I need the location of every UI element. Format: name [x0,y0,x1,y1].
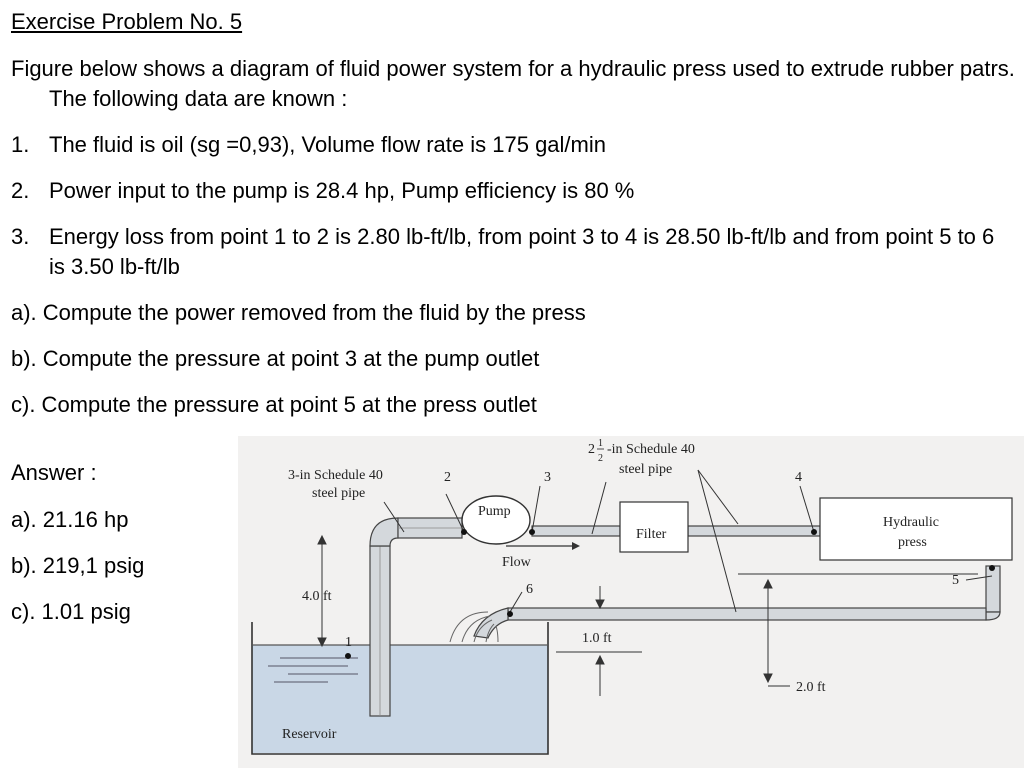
hydraulic-press-box [819,497,1013,561]
answer-b: b). 219,1 psig [11,553,145,578]
point-1-dot [345,653,351,659]
point-5-label: 5 [952,573,959,588]
dimension-2ft: 2.0 ft [796,680,826,695]
filter-box [619,501,689,553]
dimension-4ft: 4.0 ft [302,589,332,604]
question-b: b). Compute the pressure at point 3 at t… [11,346,540,371]
item-number: 3. [11,224,30,249]
pipe-25-label-line2: steel pipe [619,462,672,477]
question-c: c). Compute the pressure at point 5 at t… [11,392,537,417]
pipe-25-whole: 2 [588,442,595,457]
pipe-25-label-line1: -in Schedule 40 [607,442,695,457]
pipe-25-denominator: 2 [598,453,603,464]
return-pipe [473,565,1001,639]
answer-heading: Answer : [11,460,97,485]
point-2-dot [461,529,467,535]
pump-symbol [461,495,531,545]
point-2-label: 2 [444,470,451,485]
pump-label: Pump [478,504,511,519]
page-title: Exercise Problem No. 5 [11,9,243,34]
hydraulic-system-diagram: 3-in Schedule 40 steel pipe 2 1 2 -in Sc… [238,436,1024,768]
pipe-25-numerator: 1 [598,438,603,449]
item-number: 1. [11,132,30,157]
suction-pipe [369,517,399,717]
pressure-line-pipe [397,517,821,539]
point-6-label: 6 [526,582,533,597]
point-4-label: 4 [795,470,802,485]
intro-paragraph: Figure below shows a diagram of fluid po… [11,56,1015,111]
press-label-line1: Hydraulic [883,515,939,530]
point-4-dot [811,529,817,535]
discharge-splash [449,611,499,643]
flow-label: Flow [502,555,532,570]
dimension-1ft: 1.0 ft [582,631,612,646]
dimension-lines [317,534,978,696]
point-1-label: 1 [345,635,352,650]
item-text: The fluid is oil (sg =0,93), Volume flow… [49,132,606,157]
press-label-line2: press [898,535,927,550]
answer-a: a). 21.16 hp [11,507,129,532]
reservoir-label: Reservoir [282,727,337,742]
pipe-3in-label-line1: 3-in Schedule 40 [288,468,383,483]
reservoir-tank [251,622,549,755]
pipe-3in-label-line2: steel pipe [312,486,365,501]
flow-arrow [506,542,580,550]
point-5-dot [989,565,995,571]
item-number: 2. [11,178,30,203]
item-text: Power input to the pump is 28.4 hp, Pump… [49,178,635,203]
item-text: Energy loss from point 1 to 2 is 2.80 lb… [49,224,995,279]
point-6-dot [507,611,513,617]
leader-lines [383,469,993,613]
filter-label: Filter [636,527,667,542]
answer-c: c). 1.01 psig [11,599,131,624]
point-3-label: 3 [544,470,551,485]
question-a: a). Compute the power removed from the f… [11,300,586,325]
point-3-dot [529,529,535,535]
point-markers [345,529,995,659]
